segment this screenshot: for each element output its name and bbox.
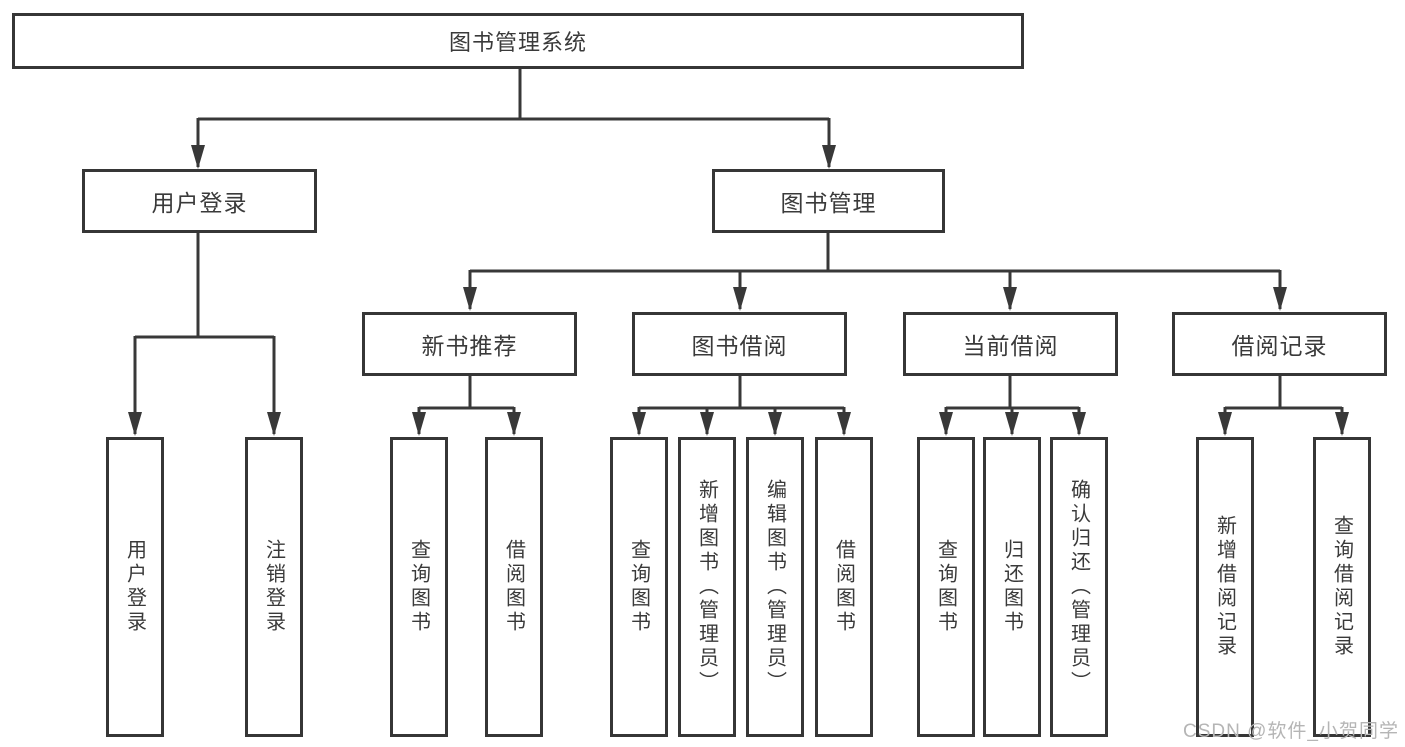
leaf-query-books-borrow: 查询图书 xyxy=(610,437,668,737)
connector-root-to-level2 xyxy=(191,69,836,169)
node-label: 借阅图书 xyxy=(832,539,855,635)
leaf-borrow-books-recommend: 借阅图书 xyxy=(485,437,543,737)
node-label: 确认归还（管理员） xyxy=(1067,479,1090,695)
node-user-login: 用户登录 xyxy=(82,169,317,233)
leaf-borrow-books: 借阅图书 xyxy=(815,437,873,737)
node-current-borrowing: 当前借阅 xyxy=(903,312,1118,376)
node-label: 查询借阅记录 xyxy=(1330,515,1353,659)
node-label: 用户登录 xyxy=(151,190,248,216)
node-label: 注销登录 xyxy=(262,539,285,635)
connector-recommend-to-leaves xyxy=(412,376,521,436)
node-label: 新增借阅记录 xyxy=(1213,515,1236,659)
node-label: 当前借阅 xyxy=(962,333,1059,359)
csdn-watermark: CSDN @软件_小贺同学 xyxy=(1183,721,1399,742)
node-label: 借阅图书 xyxy=(502,539,525,635)
node-borrowing-records: 借阅记录 xyxy=(1172,312,1387,376)
connector-manage-to-level3 xyxy=(463,233,1287,311)
node-new-book-recommendation: 新书推荐 xyxy=(362,312,577,376)
leaf-query-books-current: 查询图书 xyxy=(917,437,975,737)
leaf-add-borrow-record: 新增借阅记录 xyxy=(1196,437,1254,737)
node-label: 新书推荐 xyxy=(421,333,518,359)
leaf-user-login: 用户登录 xyxy=(106,437,164,737)
node-label: 新增图书（管理员） xyxy=(695,479,718,695)
node-label: 编辑图书（管理员） xyxy=(763,479,786,695)
leaf-query-borrow-record: 查询借阅记录 xyxy=(1313,437,1371,737)
connector-borrow-to-leaves xyxy=(632,376,851,436)
node-label: 借阅记录 xyxy=(1231,333,1328,359)
leaf-add-books-admin: 新增图书（管理员） xyxy=(678,437,736,737)
connector-login-to-leaves xyxy=(128,233,281,436)
leaf-edit-books-admin: 编辑图书（管理员） xyxy=(746,437,804,737)
leaf-return-books: 归还图书 xyxy=(983,437,1041,737)
node-label: 图书借阅 xyxy=(691,333,788,359)
node-label: 图书管理系统 xyxy=(448,30,587,55)
leaf-confirm-return-admin: 确认归还（管理员） xyxy=(1050,437,1108,737)
node-book-borrowing: 图书借阅 xyxy=(632,312,847,376)
node-label: 查询图书 xyxy=(407,539,430,635)
node-label: 归还图书 xyxy=(1000,539,1023,635)
node-library-management-system: 图书管理系统 xyxy=(12,13,1024,69)
node-label: 用户登录 xyxy=(123,539,146,635)
connector-current-to-leaves xyxy=(939,376,1086,436)
leaf-logout: 注销登录 xyxy=(245,437,303,737)
node-label: 查询图书 xyxy=(934,539,957,635)
leaf-query-books-recommend: 查询图书 xyxy=(390,437,448,737)
node-label: 查询图书 xyxy=(627,539,650,635)
node-book-management: 图书管理 xyxy=(712,169,945,233)
node-label: 图书管理 xyxy=(780,190,877,216)
connector-records-to-leaves xyxy=(1218,376,1349,436)
